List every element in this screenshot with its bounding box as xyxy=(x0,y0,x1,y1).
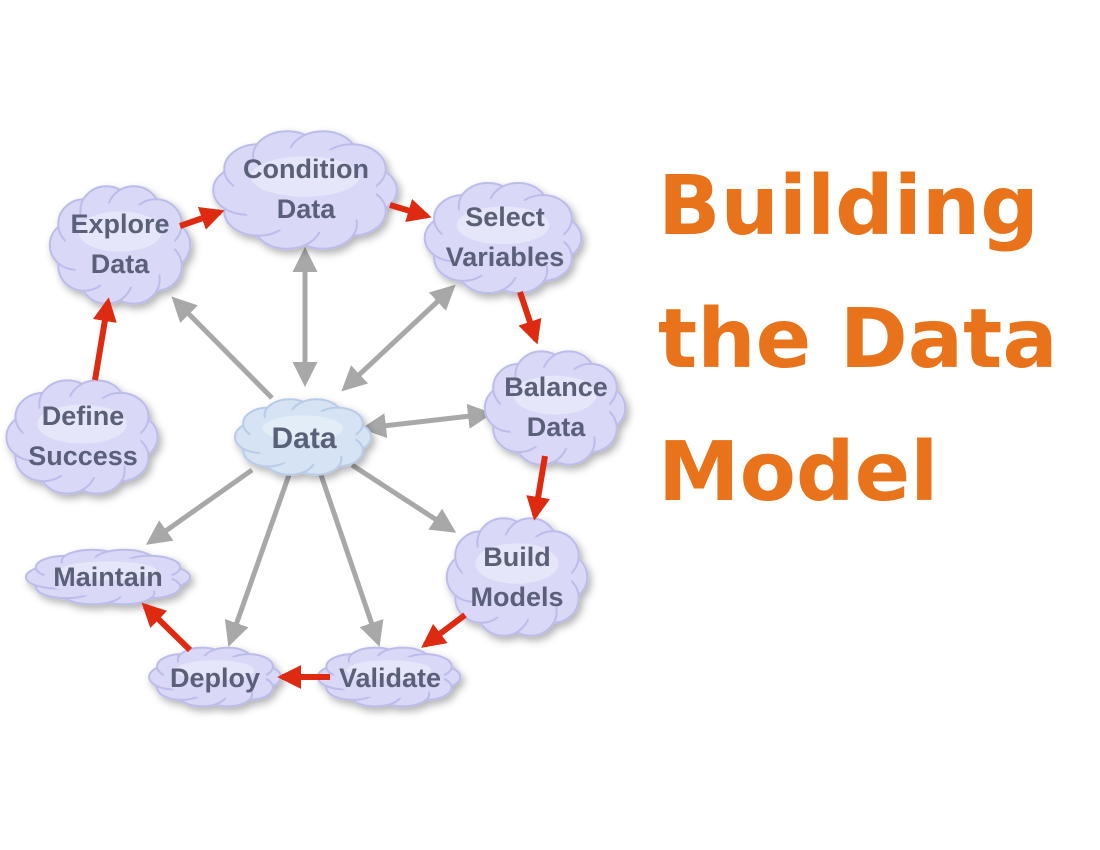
node-deploy: Deploy xyxy=(170,663,260,693)
arrow-deploy-maintain xyxy=(141,602,193,653)
cloud-explore xyxy=(48,185,192,305)
arrow-select-balance xyxy=(517,291,542,345)
node-validate: Validate xyxy=(339,663,441,693)
cloud-define xyxy=(5,379,159,495)
cloud-condition xyxy=(212,130,398,250)
arrow-data-select xyxy=(341,284,456,392)
arrow-data-balance xyxy=(361,403,493,439)
node-maintain: Maintain xyxy=(53,562,163,592)
arrow-balance-build xyxy=(526,455,550,521)
cloud-maintain xyxy=(24,548,192,606)
cloud-deploy xyxy=(148,646,282,708)
arrow-data-explore xyxy=(171,296,274,400)
cloud-build xyxy=(445,517,589,637)
arrow-data-validate xyxy=(317,471,384,647)
arrow-condition-select xyxy=(389,199,432,223)
arrow-explore-condition xyxy=(179,207,225,230)
title-line-2: the Data xyxy=(658,292,1058,387)
title-line-3: Model xyxy=(658,425,939,520)
cloud-validate xyxy=(316,646,462,708)
cloud-balance xyxy=(483,350,627,466)
page-title: Building the Data Model xyxy=(658,140,1058,539)
node-data: Data xyxy=(271,422,336,455)
arrow-define-explore xyxy=(92,297,117,381)
arrow-data-build xyxy=(350,462,457,533)
title-line-1: Building xyxy=(658,159,1039,254)
cloud-select xyxy=(423,181,583,295)
arrow-build-validate xyxy=(421,612,467,648)
arrow-data-maintain xyxy=(145,467,254,545)
arrow-data-deploy xyxy=(224,471,293,647)
cloud-data xyxy=(233,398,373,476)
